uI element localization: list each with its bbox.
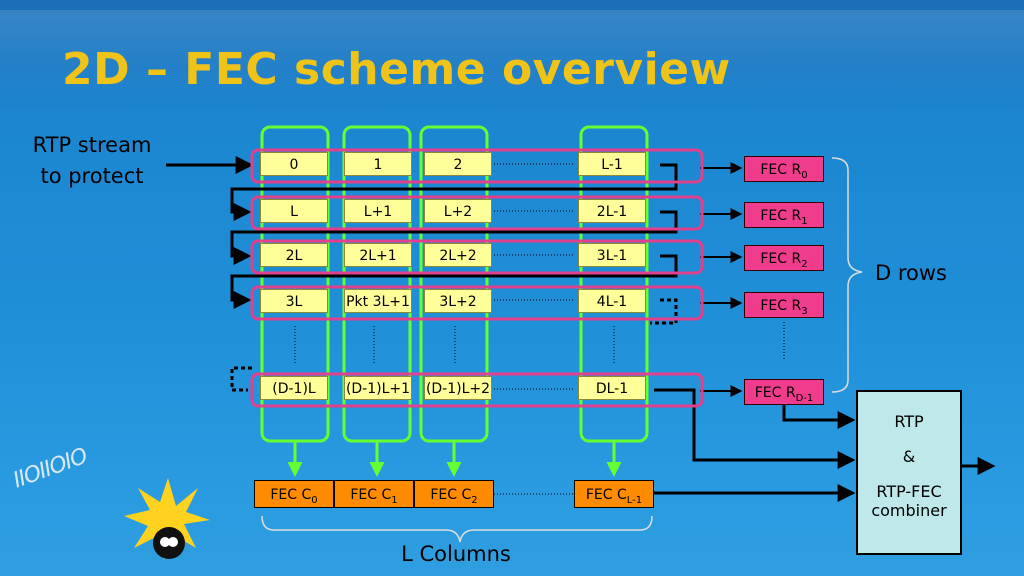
fec-row-label: FEC R	[760, 298, 802, 314]
fec-col-box: FEC C2	[414, 480, 494, 508]
packet-cell: 1	[344, 152, 412, 176]
packet-cell: 3L-1	[578, 243, 646, 267]
combiner-line2: &	[902, 447, 916, 466]
combiner-line4: combiner	[871, 501, 947, 520]
fec-row-box: FEC R3	[744, 292, 824, 318]
packet-cell: L	[260, 199, 328, 223]
fec-col-label: FEC C	[350, 487, 392, 503]
fec-col-sub: 0	[311, 494, 318, 506]
fec-col-sub: 2	[471, 494, 478, 506]
rtp-fec-combiner-box: RTP & RTP-FEC combiner	[856, 390, 962, 555]
fec-row-sub: D-1	[795, 392, 814, 404]
fec-row-box: FEC R1	[744, 202, 824, 228]
packet-cell: (D-1)L+2	[424, 376, 492, 400]
combiner-line1: RTP	[894, 412, 924, 431]
packet-cell: 2L	[260, 243, 328, 267]
input-label-line1: RTP stream	[32, 133, 152, 157]
d-rows-label: D rows	[875, 261, 947, 285]
packet-cell: L+1	[344, 199, 412, 223]
fec-col-box: FEC CL-1	[574, 480, 654, 508]
fec-col-label: FEC C	[585, 487, 627, 503]
fec-col-sub: 1	[391, 494, 398, 506]
combiner-line3: RTP-FEC	[876, 482, 942, 501]
fec-col-label: FEC C	[430, 487, 472, 503]
starburst-logo	[124, 478, 210, 560]
fec-row-sub: 2	[801, 258, 808, 270]
packet-cell: 0	[260, 152, 328, 176]
packet-cell: 2L-1	[578, 199, 646, 223]
fec-row-sub: 0	[801, 169, 808, 181]
fec-row-label: FEC R	[760, 208, 802, 224]
fec-row-sub: 3	[801, 305, 808, 317]
packet-cell: 3L+2	[424, 289, 492, 313]
fec-row-box: FEC RD-1	[744, 379, 824, 405]
fec-row-label: FEC R	[760, 162, 802, 178]
l-columns-label: L Columns	[401, 542, 511, 566]
fec-col-box: FEC C0	[254, 480, 334, 508]
fec-row-box: FEC R2	[744, 245, 824, 271]
page-title: 2D – FEC scheme overview	[62, 44, 731, 95]
packet-cell: 2	[424, 152, 492, 176]
fec-row-label: FEC R	[754, 385, 796, 401]
packet-cell: L-1	[578, 152, 646, 176]
packet-cell: DL-1	[578, 376, 646, 400]
fec-row-label: FEC R	[760, 251, 802, 267]
packet-cell: (D-1)L	[260, 376, 328, 400]
packet-cell: 4L-1	[578, 289, 646, 313]
input-label-line2: to protect	[40, 164, 144, 188]
packet-cell: 2L+2	[424, 243, 492, 267]
input-label: RTP stream to protect	[22, 130, 162, 192]
packet-cell: Pkt 3L+1	[344, 289, 412, 313]
fec-row-box: FEC R0	[744, 156, 824, 182]
packet-cell: 3L	[260, 289, 328, 313]
packet-cell: L+2	[424, 199, 492, 223]
title-band	[0, 10, 1024, 105]
fec-row-sub: 1	[801, 215, 808, 227]
fec-col-sub: L-1	[626, 494, 643, 506]
fec-col-label: FEC C	[270, 487, 312, 503]
packet-cell: 2L+1	[344, 243, 412, 267]
packet-cell: (D-1)L+1	[344, 376, 412, 400]
fec-col-box: FEC C1	[334, 480, 414, 508]
